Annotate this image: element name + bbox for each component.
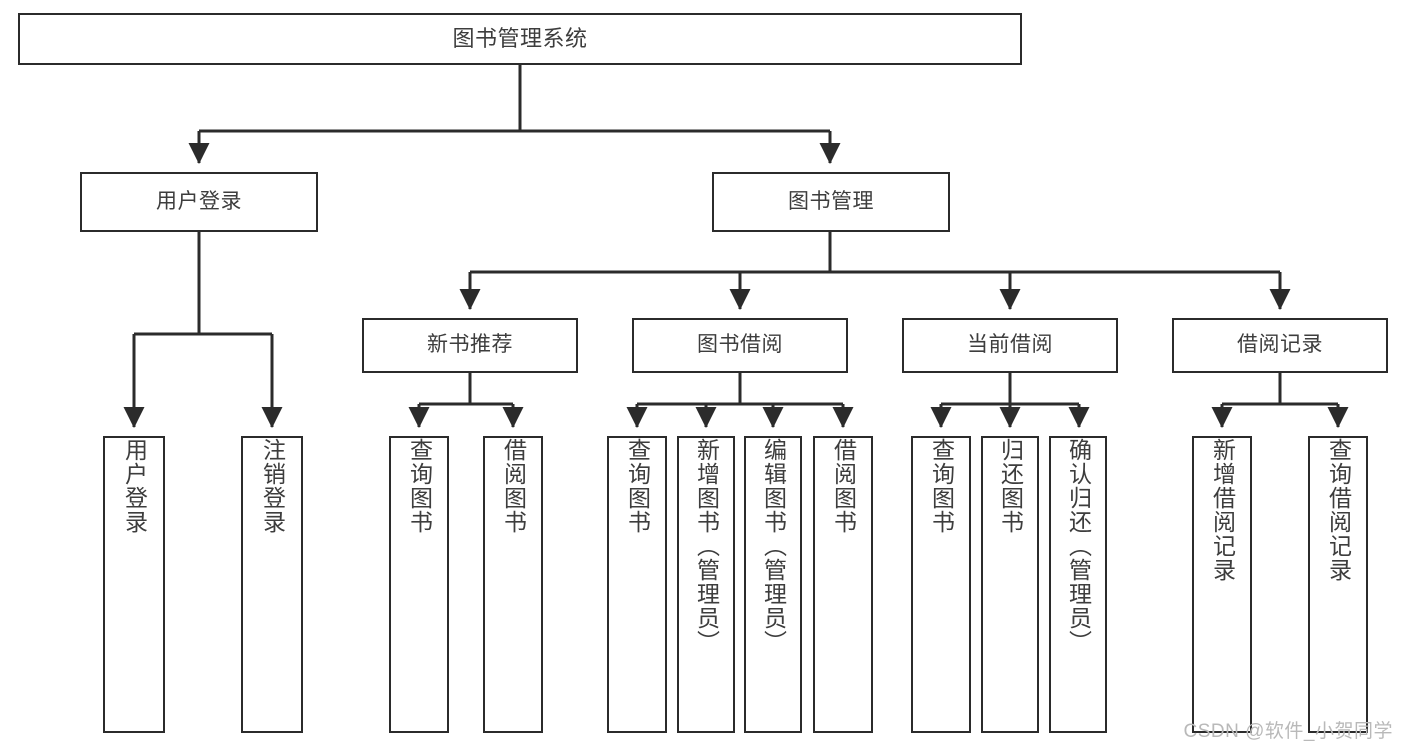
node-label: 借阅图书 xyxy=(500,438,527,534)
node-leaf-borrow-book-recommend[interactable]: 借阅图书 xyxy=(483,436,543,733)
node-label: 确认归还（管理员） xyxy=(1065,438,1092,654)
node-leaf-confirm-return-admin[interactable]: 确认归还（管理员） xyxy=(1049,436,1107,733)
node-label: 查询借阅记录 xyxy=(1325,438,1352,582)
node-borrow-records[interactable]: 借阅记录 xyxy=(1172,318,1388,373)
node-leaf-logout[interactable]: 注销登录 xyxy=(241,436,303,733)
node-leaf-add-borrow-record[interactable]: 新增借阅记录 xyxy=(1192,436,1252,733)
node-label: 图书借阅 xyxy=(697,333,783,357)
node-label: 图书管理系统 xyxy=(452,26,588,52)
node-leaf-query-borrow-record[interactable]: 查询借阅记录 xyxy=(1308,436,1368,733)
node-root-system[interactable]: 图书管理系统 xyxy=(18,13,1022,65)
node-label: 编辑图书（管理员） xyxy=(760,438,787,654)
node-new-book-recommend[interactable]: 新书推荐 xyxy=(362,318,578,373)
node-label: 借阅记录 xyxy=(1237,333,1323,357)
node-leaf-query-book-borrow[interactable]: 查询图书 xyxy=(607,436,667,733)
node-label: 查询图书 xyxy=(406,438,433,534)
node-label: 用户登录 xyxy=(121,438,148,534)
node-book-borrow[interactable]: 图书借阅 xyxy=(632,318,848,373)
node-label: 用户登录 xyxy=(156,189,242,213)
node-label: 图书管理 xyxy=(788,189,874,213)
node-leaf-query-book-recommend[interactable]: 查询图书 xyxy=(389,436,449,733)
node-user-login[interactable]: 用户登录 xyxy=(80,172,318,232)
watermark-text: CSDN @软件_小贺同学 xyxy=(1183,721,1393,742)
node-book-management[interactable]: 图书管理 xyxy=(712,172,950,232)
node-current-borrow[interactable]: 当前借阅 xyxy=(902,318,1118,373)
node-leaf-add-book-admin[interactable]: 新增图书（管理员） xyxy=(677,436,735,733)
node-label: 新书推荐 xyxy=(427,333,513,357)
node-label: 借阅图书 xyxy=(830,438,857,534)
node-label: 归还图书 xyxy=(997,438,1024,534)
node-label: 注销登录 xyxy=(259,438,286,534)
node-leaf-borrow-book[interactable]: 借阅图书 xyxy=(813,436,873,733)
node-label: 查询图书 xyxy=(928,438,955,534)
node-leaf-return-book[interactable]: 归还图书 xyxy=(981,436,1039,733)
node-leaf-edit-book-admin[interactable]: 编辑图书（管理员） xyxy=(744,436,802,733)
node-label: 新增图书（管理员） xyxy=(693,438,720,654)
node-label: 新增借阅记录 xyxy=(1209,438,1236,582)
node-label: 查询图书 xyxy=(624,438,651,534)
node-label: 当前借阅 xyxy=(967,333,1053,357)
node-leaf-user-login[interactable]: 用户登录 xyxy=(103,436,165,733)
node-leaf-query-book-current[interactable]: 查询图书 xyxy=(911,436,971,733)
